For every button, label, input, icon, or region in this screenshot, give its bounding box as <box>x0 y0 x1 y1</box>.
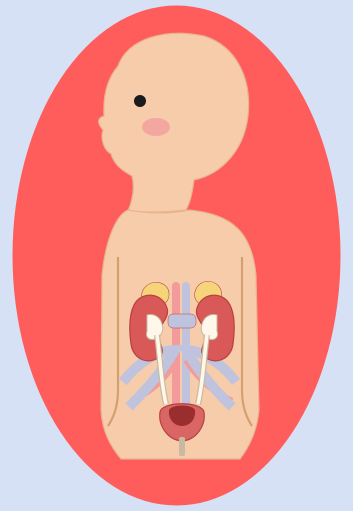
urethra <box>179 437 185 456</box>
renal-vessel-connector <box>168 314 196 328</box>
cheek-blush <box>142 118 170 136</box>
eye <box>134 95 146 107</box>
